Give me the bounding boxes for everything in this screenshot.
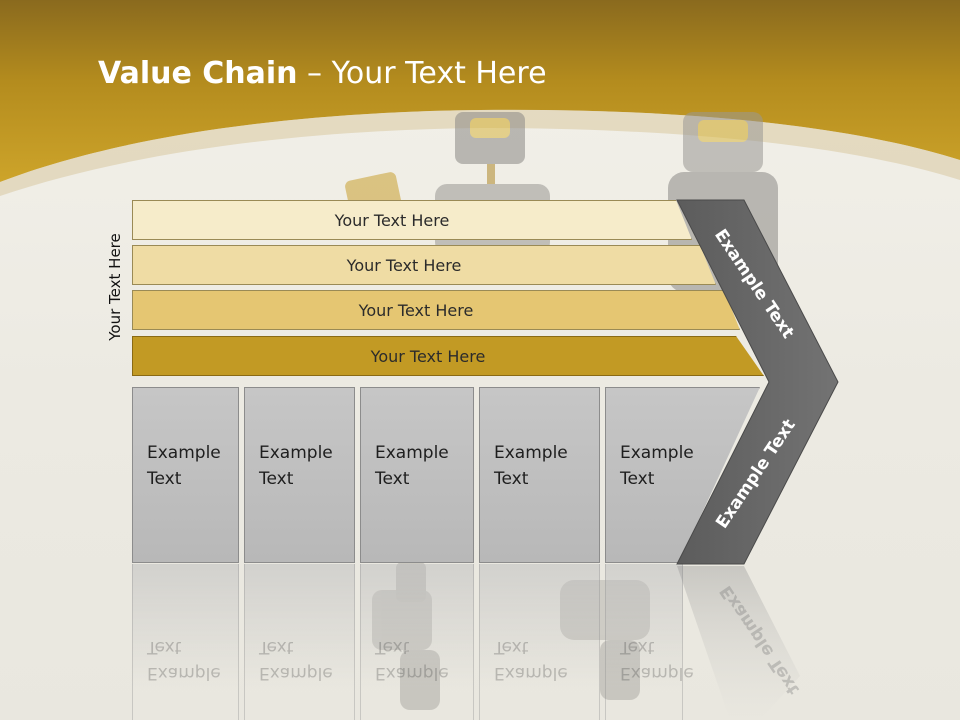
band-1-label: Your Text Here — [334, 210, 450, 230]
example-box-4: Example Text — [479, 387, 600, 563]
band-2-label: Your Text Here — [346, 255, 462, 275]
reflection-4-text: Example Text — [494, 637, 568, 683]
reflection-4: Example Text — [479, 564, 600, 720]
reflection-3: Example Text — [360, 564, 474, 720]
example-box-2-text: Example Text — [259, 443, 333, 489]
example-box-4-text: Example Text — [494, 443, 568, 489]
page-title: Value Chain – Your Text Here — [98, 52, 547, 96]
band-2: Your Text Here — [132, 245, 716, 285]
reflection-2-text: Example Text — [259, 637, 333, 683]
band-4-label: Your Text Here — [370, 346, 486, 366]
example-box-3-text: Example Text — [375, 443, 449, 489]
band-1: Your Text Here — [132, 200, 692, 240]
reflection-3-text: Example Text — [375, 637, 449, 683]
reflection-5-text: Example Text — [620, 637, 694, 683]
side-label: Your Text Here — [106, 233, 124, 341]
example-box-1-text: Example Text — [147, 443, 221, 489]
example-box-1: Example Text — [132, 387, 239, 563]
reflection-2: Example Text — [244, 564, 355, 720]
band-3: Your Text Here — [132, 290, 740, 330]
band-4: Your Text Here — [132, 336, 764, 376]
example-box-5-text: Example Text — [620, 443, 694, 489]
title-rest: – Your Text Here — [297, 56, 547, 91]
reflection-1-text: Example Text — [147, 637, 221, 683]
band-3-label: Your Text Here — [358, 300, 474, 320]
example-box-2: Example Text — [244, 387, 355, 563]
reflection-1: Example Text — [132, 564, 239, 720]
title-bold: Value Chain — [98, 56, 298, 91]
reflection-5: Example Text — [605, 564, 694, 720]
example-box-3: Example Text — [360, 387, 474, 563]
